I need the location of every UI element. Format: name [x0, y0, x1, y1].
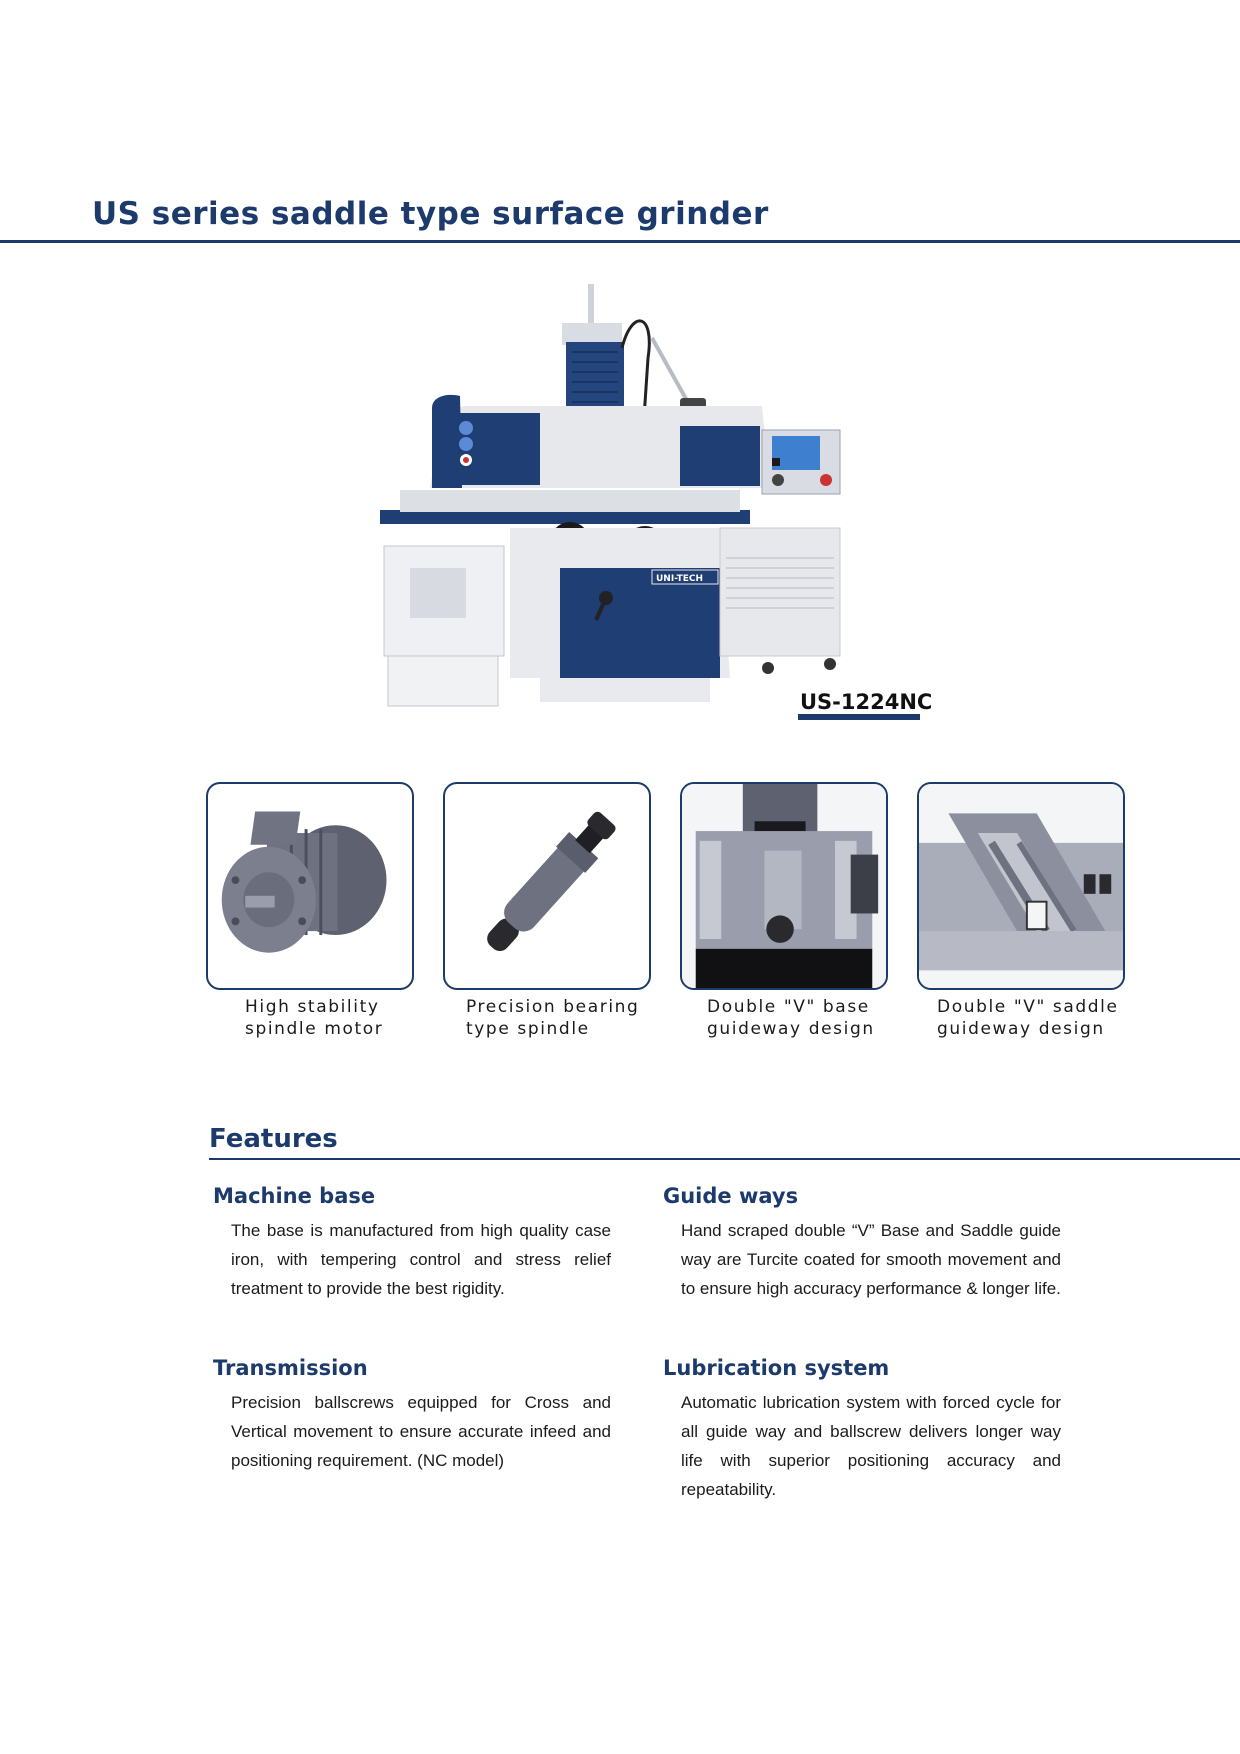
svg-text:UNI-TECH: UNI-TECH: [656, 574, 703, 584]
saddle-guideway-thumbnail: [917, 782, 1125, 990]
spindle-thumbnail: [443, 782, 651, 990]
highlight-caption: Double "V" base guideway design: [707, 997, 875, 1039]
title-divider: [0, 240, 1240, 243]
features-title: Features: [209, 1124, 338, 1154]
highlight-caption: Precision bearing type spindle: [466, 997, 640, 1039]
spindle-motor-thumbnail: [206, 782, 414, 990]
highlight-caption: High stability spindle motor: [245, 997, 384, 1039]
feature-body: Precision ballscrews equipped for Cross …: [231, 1393, 611, 1470]
feature-heading: Lubrication system: [663, 1356, 890, 1380]
feature-body: Automatic lubrication system with forced…: [681, 1393, 1061, 1499]
highlight-caption: Double "V" saddle guideway design: [937, 997, 1119, 1039]
base-guideway-render: [682, 784, 886, 988]
model-label: US-1224NC: [800, 690, 933, 714]
model-underline: [798, 714, 920, 720]
feature-body: Hand scraped double “V” Base and Saddle …: [681, 1221, 1061, 1298]
machine-image: UNI-TECH: [370, 278, 890, 718]
feature-heading: Transmission: [213, 1356, 368, 1380]
features-divider: [209, 1158, 1240, 1160]
saddle-guideway-render: [919, 784, 1123, 988]
spindle-render: [487, 811, 616, 952]
feature-heading: Guide ways: [663, 1184, 799, 1208]
page-title: US series saddle type surface grinder: [92, 196, 769, 232]
base-guideway-thumbnail: [680, 782, 888, 990]
spindle-motor-render: [221, 811, 387, 953]
feature-body: The base is manufactured from high quali…: [231, 1221, 611, 1298]
feature-heading: Machine base: [213, 1184, 376, 1208]
